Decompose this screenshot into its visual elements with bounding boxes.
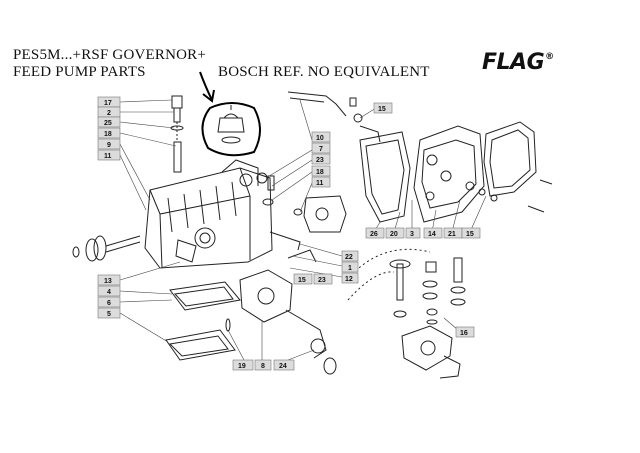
callout-15c-text: 15 bbox=[466, 231, 474, 238]
callout-16-text: 16 bbox=[460, 330, 468, 337]
bosch-reference-note: BOSCH REF. NO EQUIVALENT bbox=[218, 64, 430, 80]
callout-10-text: 10 bbox=[316, 135, 324, 142]
gasket-icon bbox=[359, 131, 411, 223]
callout-1: 1 bbox=[341, 261, 359, 273]
callout-21: 21 bbox=[443, 227, 463, 239]
callout-21-text: 21 bbox=[448, 231, 456, 238]
callout-4: 4 bbox=[97, 285, 121, 297]
governor-lever-icon bbox=[287, 91, 381, 143]
callout-9-text: 9 bbox=[107, 142, 111, 149]
callout-15: 15 bbox=[373, 102, 393, 114]
annotation-arrowhead-icon bbox=[202, 89, 215, 103]
diagram-title-line2: FEED PUMP PARTS bbox=[13, 64, 146, 80]
callout-14: 14 bbox=[423, 227, 443, 239]
callout-15b-text: 15 bbox=[298, 277, 306, 284]
callout-18b: 18 bbox=[311, 165, 331, 177]
callout-20: 20 bbox=[385, 227, 405, 239]
callout-8-text: 8 bbox=[261, 363, 265, 370]
callout-18b-text: 18 bbox=[316, 169, 324, 176]
callout-22-text: 22 bbox=[345, 254, 353, 261]
governor-cover-icon bbox=[413, 125, 485, 223]
callout-6-text: 6 bbox=[107, 300, 111, 307]
pump-body-icon bbox=[144, 159, 273, 269]
delivery-valve-icon bbox=[170, 95, 184, 173]
diagram-title-line1: PES5M...+RSF GOVERNOR+ bbox=[13, 47, 207, 63]
callout-24: 24 bbox=[273, 359, 295, 371]
feed-pump-detail-icon bbox=[344, 248, 466, 379]
callout-23b-text: 23 bbox=[318, 277, 326, 284]
callout-13-text: 13 bbox=[104, 278, 112, 285]
callout-23b: 23 bbox=[313, 273, 333, 285]
callout-17: 17 bbox=[97, 96, 121, 108]
callout-3-text: 3 bbox=[410, 231, 414, 238]
callout-2-text: 2 bbox=[107, 110, 111, 117]
callout-23: 23 bbox=[311, 153, 331, 165]
callout-5-text: 5 bbox=[107, 311, 111, 318]
callout-25: 25 bbox=[97, 116, 121, 128]
callout-1-text: 1 bbox=[348, 265, 352, 272]
annotation-circle-icon bbox=[201, 102, 261, 157]
callout-4-text: 4 bbox=[107, 289, 111, 296]
callout-8: 8 bbox=[254, 359, 272, 371]
callout-3: 3 bbox=[405, 227, 421, 239]
callout-14-text: 14 bbox=[428, 231, 436, 238]
cover-gasket-icon bbox=[483, 121, 537, 197]
callout-6: 6 bbox=[97, 296, 121, 308]
callout-17-text: 17 bbox=[104, 100, 112, 107]
callout-23-text: 23 bbox=[316, 157, 324, 164]
callout-18-text: 18 bbox=[104, 131, 112, 138]
leader-lines bbox=[119, 99, 487, 361]
drive-coupling-icon bbox=[72, 235, 141, 262]
callout-19-text: 19 bbox=[238, 363, 246, 370]
callout-2: 2 bbox=[97, 106, 121, 118]
annotation-arrow-icon bbox=[199, 71, 213, 101]
callout-7-text: 7 bbox=[319, 146, 323, 153]
callout-20-text: 20 bbox=[390, 231, 398, 238]
callout-16: 16 bbox=[455, 326, 475, 338]
callout-18: 18 bbox=[97, 127, 121, 139]
callout-12-text: 12 bbox=[345, 276, 353, 283]
callout-12: 12 bbox=[341, 272, 359, 284]
callout-26-text: 26 bbox=[370, 231, 378, 238]
callout-11-text: 11 bbox=[104, 153, 112, 160]
callout-15-text: 15 bbox=[378, 106, 386, 113]
callout-5: 5 bbox=[97, 307, 121, 319]
callout-11b: 11 bbox=[311, 176, 331, 188]
callout-26: 26 bbox=[365, 227, 385, 239]
governor-housing-icon bbox=[239, 269, 337, 375]
callout-25-text: 25 bbox=[104, 120, 112, 127]
callout-13: 13 bbox=[97, 274, 121, 286]
callout-9: 9 bbox=[97, 138, 121, 150]
callout-19: 19 bbox=[232, 359, 254, 371]
screws-icon bbox=[465, 179, 553, 213]
flag-logo: FLAG® bbox=[482, 50, 554, 75]
callout-24-text: 24 bbox=[279, 363, 287, 370]
callout-7: 7 bbox=[311, 142, 331, 154]
circled-part-icon bbox=[217, 105, 245, 144]
callout-11: 11 bbox=[97, 149, 121, 161]
callout-labels: 17 2 25 18 9 11 13 4 6 5 19 8 24 10 7 23… bbox=[97, 96, 481, 371]
callout-11b-text: 11 bbox=[316, 180, 324, 187]
small-fittings-icon bbox=[256, 172, 347, 263]
cover-plate-icon bbox=[165, 281, 241, 361]
callout-15b: 15 bbox=[293, 273, 313, 285]
callout-10: 10 bbox=[311, 131, 331, 143]
callout-15c: 15 bbox=[461, 227, 481, 239]
callout-22: 22 bbox=[341, 250, 359, 262]
